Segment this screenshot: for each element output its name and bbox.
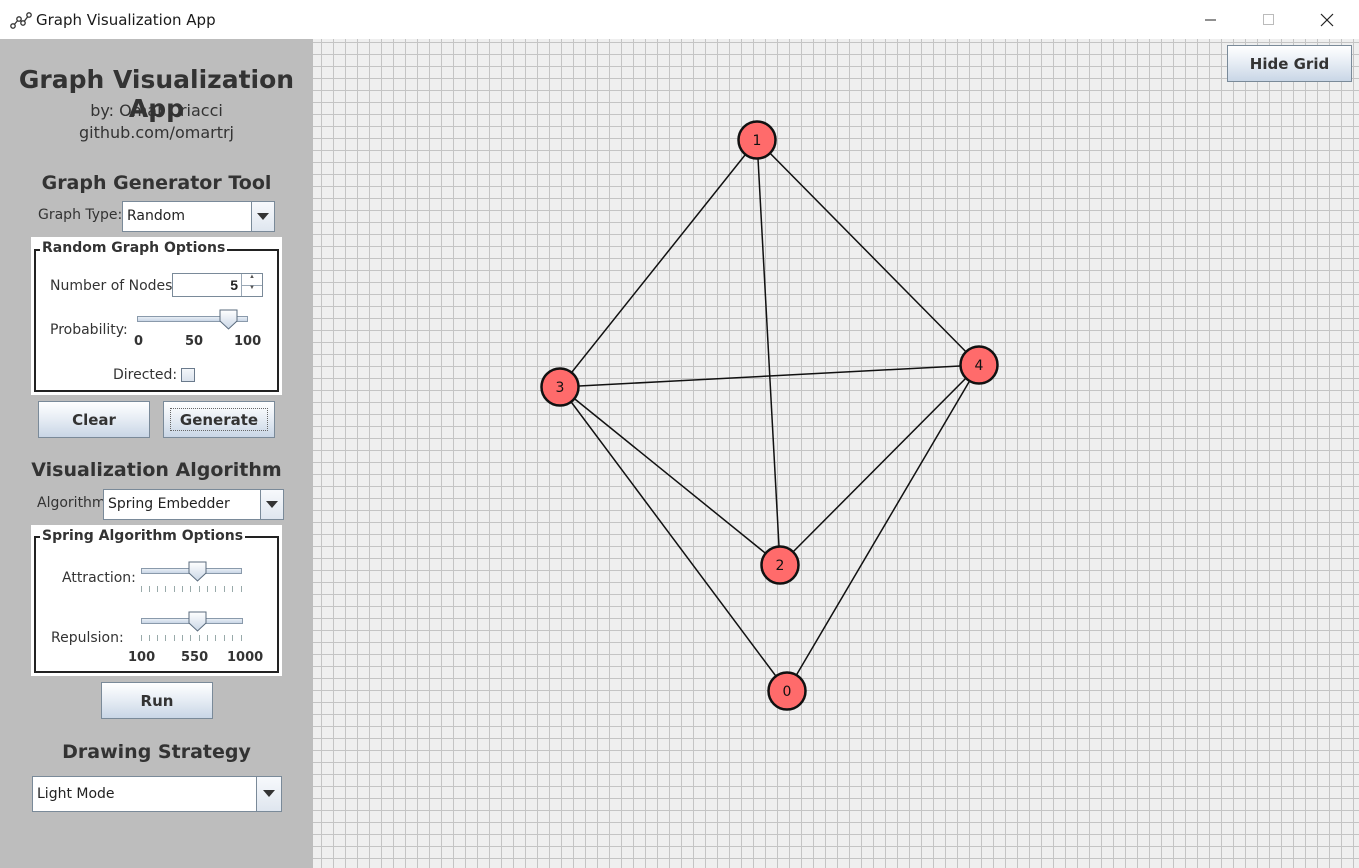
graph-node-circle[interactable] — [767, 671, 807, 711]
close-button[interactable] — [1298, 0, 1356, 39]
probability-tick-50: 50 — [185, 334, 204, 349]
drawing-strategy-select[interactable]: Light Mode — [32, 776, 282, 812]
nodes-value: 5 — [230, 277, 238, 293]
title-bar: Graph Visualization App — [0, 0, 1359, 39]
repulsion-tick-550: 550 — [181, 650, 209, 665]
nodes-label: Number of Nodes: — [50, 278, 178, 294]
nodes-spinner[interactable]: 5 ▲ ▼ — [172, 273, 263, 297]
clear-button[interactable]: Clear — [38, 401, 150, 438]
maximize-button[interactable] — [1240, 0, 1298, 39]
repulsion-ticks — [141, 635, 242, 641]
repulsion-tick-1000: 1000 — [227, 650, 264, 665]
chevron-down-icon — [251, 202, 274, 231]
algorithm-label: Algorithm: — [37, 495, 111, 511]
repulsion-thumb[interactable] — [188, 611, 208, 633]
graph-node-label: 3 — [556, 380, 565, 396]
graph-node-label: 4 — [975, 358, 984, 374]
run-button[interactable]: Run — [101, 682, 213, 719]
visualization-heading: Visualization Algorithm — [31, 459, 282, 481]
control-sidebar: Graph Visualization App by: Omar Criacci… — [0, 39, 313, 868]
chevron-down-icon — [260, 490, 283, 519]
algorithm-select[interactable]: Spring Embedder — [103, 489, 284, 520]
graph-node-circle[interactable] — [760, 545, 800, 585]
graph-edge — [756, 139, 980, 366]
graph-drawing: 0 1 2 3 4 — [540, 120, 999, 711]
graph-type-value: Random — [127, 208, 185, 224]
graph-type-select[interactable]: Random — [122, 201, 275, 232]
directed-checkbox[interactable] — [181, 368, 195, 382]
generator-heading: Graph Generator Tool — [41, 172, 272, 194]
graph-node-circle[interactable] — [540, 367, 580, 407]
minimize-button[interactable] — [1182, 0, 1240, 39]
probability-slider[interactable] — [137, 316, 248, 322]
probability-label: Probability: — [50, 322, 128, 338]
graph-node-label: 0 — [783, 684, 792, 700]
spinner-up-icon[interactable]: ▲ — [241, 274, 262, 286]
attraction-thumb[interactable] — [188, 561, 208, 583]
probability-tick-0: 0 — [134, 334, 144, 349]
graph-node-label: 2 — [776, 558, 785, 574]
graph-node-4[interactable]: 4 — [959, 345, 999, 385]
drawing-strategy-value: Light Mode — [37, 786, 115, 802]
github-link: github.com/omartrj — [78, 123, 234, 142]
spring-options-panel: Spring Algorithm Options Attraction: Rep… — [31, 525, 282, 676]
graph-canvas[interactable]: 0 1 2 3 4 Hide Grid — [313, 39, 1359, 868]
graph-edge — [779, 364, 980, 566]
graph-edge — [559, 364, 980, 388]
generate-button[interactable]: Generate — [163, 401, 275, 438]
directed-label: Directed: — [113, 367, 178, 383]
spinner-down-icon[interactable]: ▼ — [241, 285, 262, 296]
graph-node-3[interactable]: 3 — [540, 367, 580, 407]
graph-type-label: Graph Type: — [38, 207, 123, 223]
probability-tick-100: 100 — [234, 334, 262, 349]
maximize-icon — [1263, 13, 1274, 25]
close-icon — [1320, 13, 1334, 26]
graph-node-circle[interactable] — [959, 345, 999, 385]
repulsion-label: Repulsion: — [51, 630, 124, 646]
graph-node-label: 1 — [753, 133, 762, 149]
graph-edge — [559, 386, 781, 566]
hide-grid-button[interactable]: Hide Grid — [1227, 45, 1352, 82]
spring-options-title: Spring Algorithm Options — [40, 528, 246, 544]
app-title: Graph Visualization App — [18, 65, 295, 123]
repulsion-tick-100: 100 — [128, 650, 156, 665]
random-graph-options-panel: Random Graph Options Number of Nodes: 5 … — [31, 237, 282, 395]
author-text: by: Omar Criacci — [90, 101, 223, 120]
probability-thumb[interactable] — [219, 309, 239, 331]
algorithm-value: Spring Embedder — [108, 496, 230, 512]
graph-edge — [786, 364, 980, 692]
minimize-icon — [1205, 19, 1216, 20]
graph-node-0[interactable]: 0 — [767, 671, 807, 711]
graph-edge — [559, 386, 788, 692]
drawing-strategy-heading: Drawing Strategy — [62, 741, 251, 763]
attraction-ticks — [141, 586, 242, 592]
random-options-title: Random Graph Options — [40, 240, 228, 256]
chevron-down-icon — [256, 777, 281, 811]
graph-node-circle[interactable] — [737, 120, 777, 160]
graph-edge — [559, 139, 758, 388]
graph-edge — [756, 139, 781, 566]
graph-app-icon — [10, 12, 32, 29]
window-title: Graph Visualization App — [36, 11, 216, 29]
graph-node-1[interactable]: 1 — [737, 120, 777, 160]
attraction-label: Attraction: — [62, 570, 136, 586]
graph-node-2[interactable]: 2 — [760, 545, 800, 585]
